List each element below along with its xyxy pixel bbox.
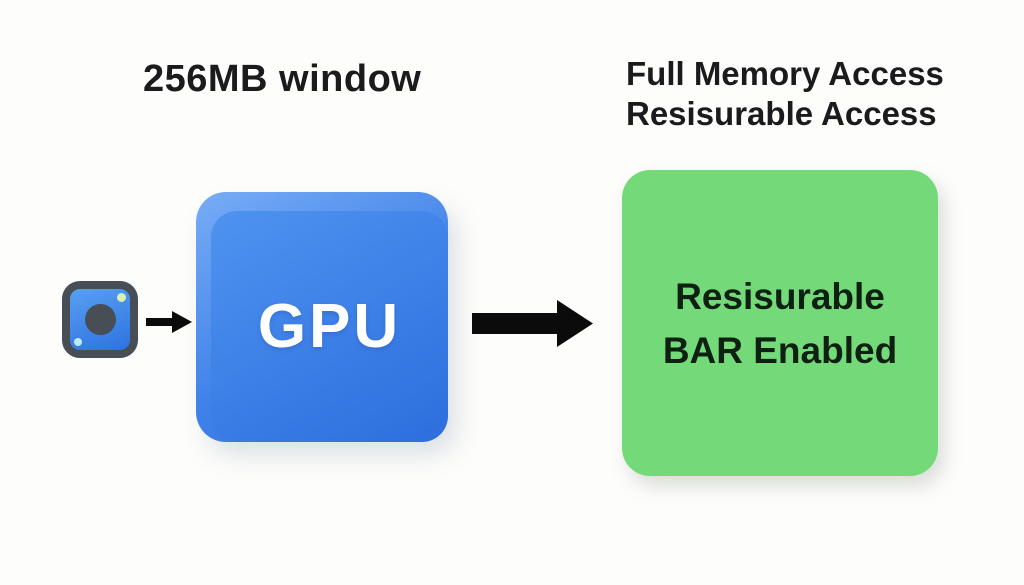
right-heading: Full Memory Access Resisurable Access [626,54,944,133]
arrow-right-icon-large [472,300,593,347]
gpu-label: GPU [257,292,402,361]
result-line1: Resisurable [675,276,885,318]
chip-device-icon [62,281,138,358]
resizable-bar-enabled-text: Resisurable BAR Enabled [663,270,897,377]
chip-center-dot [84,304,116,335]
chip-led-top-right [117,293,126,302]
left-heading: 256MB window [143,58,422,100]
right-heading-line1: Full Memory Access [626,55,944,92]
gpu-box: GPU [196,192,448,442]
right-heading-line2: Resisurable Access [626,94,937,132]
resizable-bar-enabled-box: Resisurable BAR Enabled [622,170,938,476]
gpu-box-front-face: GPU [211,211,448,442]
result-line2: BAR Enabled [662,330,898,371]
chip-led-bottom-left [74,338,82,346]
arrow-right-icon-small [146,311,192,333]
